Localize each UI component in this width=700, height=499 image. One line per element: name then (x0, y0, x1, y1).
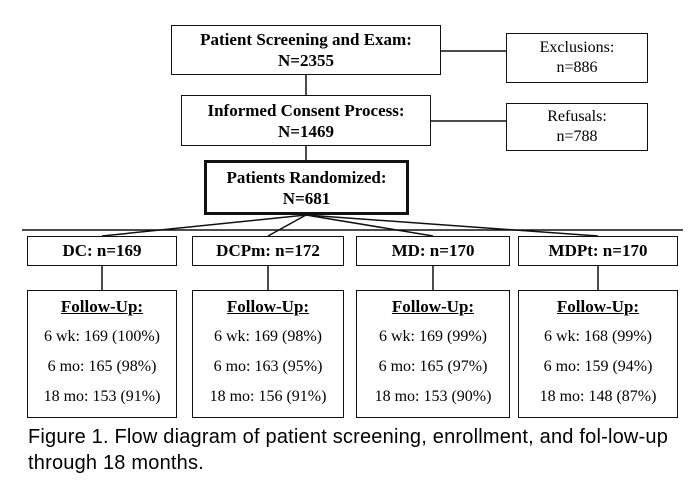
arm-box-dcpm: DCPm: n=172 (192, 236, 344, 266)
followup-box-dcpm: Follow-Up: 6 wk: 169 (98%) 6 mo: 163 (95… (192, 290, 344, 418)
arm-label: MDPt: n=170 (548, 241, 648, 260)
randomized-count: N=681 (282, 188, 331, 208)
followup-heading: Follow-Up: (391, 297, 475, 316)
connector-arm-mdpt (305, 214, 599, 237)
arm-label: DCPm: n=172 (216, 241, 320, 260)
exclusions-count: n=886 (556, 59, 598, 76)
followup-6wk: 6 wk: 169 (99%) (379, 328, 487, 345)
arm-box-md: MD: n=170 (356, 236, 510, 266)
screening-label: Patient Screening and Exam: (200, 30, 412, 49)
followup-18mo: 18 mo: 153 (91%) (43, 388, 161, 405)
followup-box-md: Follow-Up: 6 wk: 169 (99%) 6 mo: 165 (97… (356, 290, 510, 418)
arm-label: DC: n=169 (62, 241, 142, 260)
followup-18mo: 18 mo: 153 (90%) (374, 388, 492, 405)
followup-heading: Follow-Up: (226, 297, 310, 316)
followup-heading: Follow-Up: (60, 297, 144, 316)
followup-6wk: 6 wk: 169 (98%) (214, 328, 322, 345)
screening-count: N=2355 (278, 51, 334, 70)
arm-label: MD: n=170 (391, 241, 475, 260)
refusals-label: Refusals: (547, 108, 607, 125)
exclusions-label: Exclusions: (539, 39, 615, 56)
arm-box-mdpt: MDPt: n=170 (518, 236, 678, 266)
followup-6wk: 6 wk: 169 (100%) (44, 328, 160, 345)
followup-heading: Follow-Up: (556, 297, 640, 316)
connector-arm-dcpm (267, 214, 307, 237)
followup-6mo: 6 mo: 165 (98%) (47, 358, 157, 375)
consent-box: Informed Consent Process: N=1469 (181, 95, 431, 146)
screening-box: Patient Screening and Exam: N=2355 (171, 25, 441, 75)
connector-arm-md (305, 214, 434, 237)
followup-6wk: 6 wk: 168 (99%) (544, 328, 652, 345)
randomized-label: Patients Randomized: (226, 167, 387, 187)
exclusions-box: Exclusions: n=886 (506, 33, 648, 83)
followup-18mo: 18 mo: 148 (87%) (539, 388, 657, 405)
consent-label: Informed Consent Process: (207, 100, 405, 120)
followup-box-dc: Follow-Up: 6 wk: 169 (100%) 6 mo: 165 (9… (27, 290, 177, 418)
refusals-count: n=788 (556, 128, 598, 145)
consent-count: N=1469 (278, 121, 334, 141)
connector-arm-dc (101, 214, 307, 237)
randomized-box: Patients Randomized: N=681 (204, 160, 409, 215)
refusals-box: Refusals: n=788 (506, 103, 648, 151)
followup-18mo: 18 mo: 156 (91%) (209, 388, 327, 405)
followup-6mo: 6 mo: 165 (97%) (378, 358, 488, 375)
followup-6mo: 6 mo: 163 (95%) (213, 358, 323, 375)
followup-6mo: 6 mo: 159 (94%) (543, 358, 653, 375)
figure-caption: Figure 1. Flow diagram of patient screen… (28, 426, 669, 474)
arm-box-dc: DC: n=169 (27, 236, 177, 266)
followup-box-mdpt: Follow-Up: 6 wk: 168 (99%) 6 mo: 159 (94… (518, 290, 678, 418)
